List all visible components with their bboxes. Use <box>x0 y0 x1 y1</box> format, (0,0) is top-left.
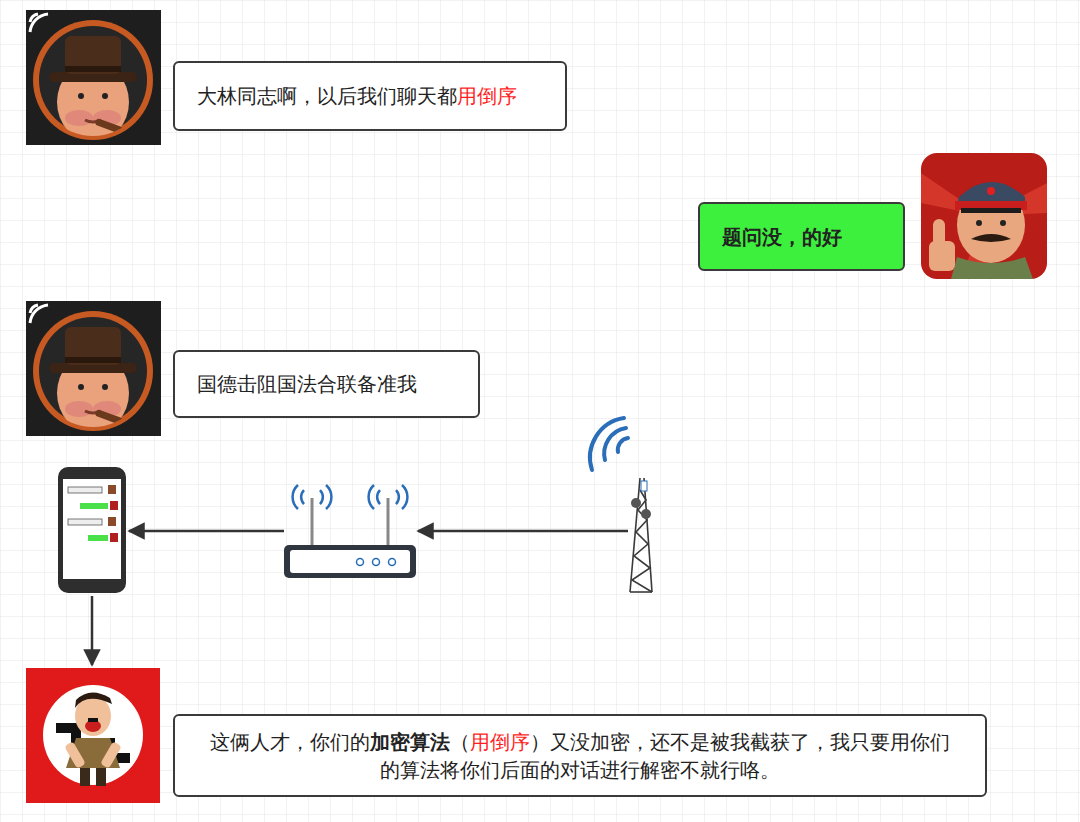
bubble-text: 这俩人才，你们的加密算法（用倒序）又没加密，还不是被我截获了，我只要用你们的算法… <box>201 728 959 784</box>
bubble-text: 国德击阻国法合联备准我 <box>197 370 417 398</box>
reply-bubble: 题问没，的好 <box>698 202 905 271</box>
chat-bubble: 国德击阻国法合联备准我 <box>173 350 480 418</box>
phone-icon <box>58 467 126 593</box>
message-text: 加密算法 <box>370 730 450 754</box>
bubble-text: 题问没，的好 <box>722 223 842 251</box>
chat-bubble: 大林同志啊，以后我们聊天都用倒序 <box>173 61 567 131</box>
router-icon <box>284 485 416 578</box>
signal-arrow <box>91 596 94 665</box>
message-text: 用倒序 <box>470 730 530 754</box>
hitler-avatar <box>26 668 160 803</box>
speech-bubble: 这俩人才，你们的加密算法（用倒序）又没加密，还不是被我截获了，我只要用你们的算法… <box>173 714 987 797</box>
churchill-avatar <box>26 10 161 145</box>
message-text: 大林同志啊，以后我们聊天都 <box>197 84 457 108</box>
stalin-avatar <box>921 153 1047 279</box>
message-text: 用倒序 <box>457 84 517 108</box>
message-text: 这俩人才，你们的 <box>210 730 370 754</box>
signal-arrow <box>129 530 284 533</box>
cell-tower <box>590 418 652 592</box>
message-text: 题问没，的好 <box>722 225 842 249</box>
bubble-text: 大林同志啊，以后我们聊天都用倒序 <box>197 82 517 110</box>
message-text: 国德击阻国法合联备准我 <box>197 372 417 396</box>
signal-arrows <box>92 531 628 665</box>
message-text: （ <box>450 730 470 754</box>
churchill-avatar <box>26 301 161 436</box>
signal-arrow <box>418 530 628 533</box>
